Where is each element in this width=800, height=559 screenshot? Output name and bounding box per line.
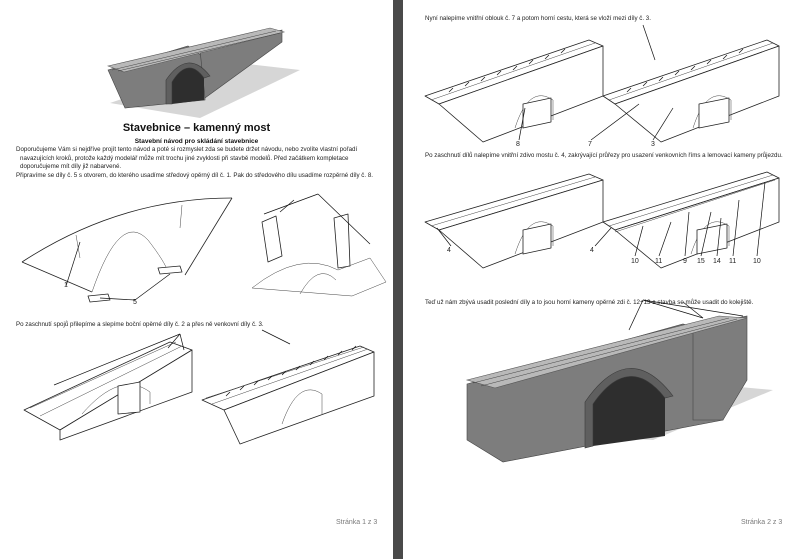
page-subtitle: Stavební návod pro skládání stavebnice [134,138,259,145]
part-label-9: 9 [683,258,687,265]
part-label-1: 1 [64,282,68,289]
page-footer: Stránka 2 z 3 [741,519,783,526]
step4-text: Po zaschnutí dílů nalepíme vnitřní zdivo… [425,152,783,159]
part-label-5: 5 [133,299,137,306]
final-bridge-image [465,299,773,463]
intro-paragraph: Doporučujeme Vám si nejdříve projít tent… [16,146,386,180]
page-title: Stavebnice – kamenný most [122,122,271,134]
step2-text: Po zaschnutí spojů přilepíme a slepíme b… [16,321,264,328]
part-label-4: 4 [447,247,451,254]
intro-line: Připravíme se díly č. 5 s otvorem, do kt… [16,171,373,179]
step1-diagram [21,193,387,303]
step2-diagram [23,329,375,445]
page-footer: Stránka 1 z 3 [336,519,378,526]
hero-bridge-image [106,27,300,118]
part-label-4: 4 [590,247,594,254]
part-label-7: 7 [588,141,592,148]
step3-diagram [424,24,780,143]
part-label-10: 10 [753,258,761,265]
part-label-11: 11 [729,258,737,265]
part-label-10: 10 [631,258,639,265]
part-label-15: 15 [697,258,705,265]
intro-line: navazujících kroků, protože každý modelá… [20,154,349,162]
step3-text: Nyní nalepíme vnitřní oblouk č. 7 a poto… [425,15,651,22]
intro-line: Doporučujeme Vám si nejdříve projít tent… [16,146,358,153]
step5-text: Teď už nám zbývá usadit poslední díly a … [425,299,754,306]
part-label-11: 11 [655,258,663,265]
part-label-14: 14 [713,258,721,265]
part-label-3: 3 [651,141,655,148]
document-page-1: Stavebnice – kamenný most Stavební návod… [0,0,393,559]
document-page-2: Nyní nalepíme vnitřní oblouk č. 7 a poto… [403,0,800,559]
intro-line: doporučujeme mít díly již nabarvené. [20,163,122,171]
step4-diagram [424,171,780,269]
part-label-8: 8 [516,141,520,148]
